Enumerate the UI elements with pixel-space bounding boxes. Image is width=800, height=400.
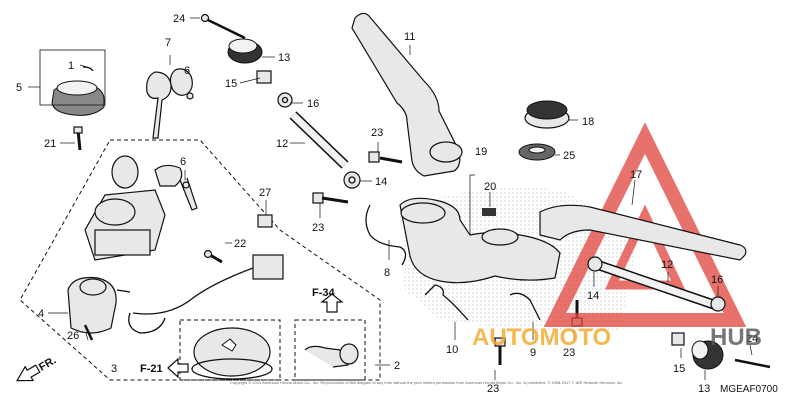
callout-14-top: 14 [375,176,387,188]
callout-2: 2 [394,360,400,372]
callout-6-a: 6 [184,65,190,77]
callout-3: 3 [111,363,117,375]
callout-25: 25 [563,150,575,162]
callout-9: 9 [530,347,536,359]
callout-12-top: 12 [276,138,288,150]
callout-23-a: 23 [371,127,383,139]
bracket-9 [509,292,541,321]
callout-16-right: 16 [711,274,723,286]
bolt-23-b [312,192,349,204]
key-set-7 [146,55,193,139]
callout-14-right: 14 [587,290,599,302]
bolt-23-c [494,337,506,365]
svg-text:FR.: FR. [37,354,58,373]
callout-24-right: 24 [746,333,758,345]
nut-16-right [710,296,726,312]
ignition-switch-group-outline [19,139,381,381]
callout-23-d: 23 [563,347,575,359]
nut-14-right [587,256,603,272]
callout-23-b: 23 [312,222,324,234]
callout-26: 26 [67,330,79,342]
callout-23-c: 23 [487,383,499,395]
ring-6-b [182,181,190,189]
copyright-notice: Copyright © 2013 American Honda Motor Co… [230,380,623,385]
cover-bracket [39,49,106,106]
nut-18 [524,100,570,129]
callout-labels: 24 13 15 16 12 14 7 6 1 5 21 6 27 22 4 2… [16,13,758,395]
screw-24-top [200,13,246,40]
front-direction: FR. [15,354,58,382]
callout-12-right: 12 [661,259,673,271]
fuel-cap-2 [191,327,273,380]
watermark-brand: AUTOMOTO HUB [472,324,762,351]
bracket-10 [424,284,469,321]
left-arrow-icon [167,357,189,379]
ref-f21: F-21 [140,357,189,379]
callout-11: 11 [404,31,415,43]
steering-lock-4 [67,276,131,341]
ignition-switch-assembly [84,155,198,261]
callout-5: 5 [16,82,22,94]
label-20 [482,208,496,216]
callout-18: 18 [582,116,594,128]
callout-15-right: 15 [673,363,685,375]
handlebar-17 [539,204,747,261]
diagram-code: MGEAF0700 [720,384,778,395]
top-bridge [399,197,561,284]
front-arrow-icon [15,364,41,382]
clip-27 [257,214,273,228]
callout-21: 21 [44,138,56,150]
key-lock-outline [294,319,366,381]
callout-4: 4 [38,308,44,320]
callout-19: 19 [475,146,487,158]
fuel-cap-outline [179,319,281,381]
wire-guide-8 [365,204,407,266]
collar-15 [256,70,272,84]
shaft-12 [289,111,349,169]
callout-13-right: 13 [698,383,710,395]
screw-22 [203,249,223,264]
callout-6-b: 6 [180,156,186,168]
callout-20: 20 [484,181,496,193]
bolt-21 [73,126,83,151]
shaft-12-right [587,256,726,312]
bar-end-weight-13 [227,38,263,64]
callout-8: 8 [384,267,390,279]
callout-16-top: 16 [307,98,319,110]
cover-5 [51,66,105,116]
callout-7: 7 [165,37,171,49]
callout-22: 22 [234,238,246,250]
svg-text:HUB: HUB [710,324,762,351]
ref-f34: F-34 [312,287,344,313]
handlebar-11 [351,12,463,177]
svg-text:F-21: F-21 [140,363,163,375]
up-arrow-icon [320,293,344,313]
svg-text:AUTOMOTO: AUTOMOTO [472,324,611,351]
callout-1: 1 [68,60,74,72]
callout-10: 10 [446,344,458,356]
leader-lines [28,17,753,380]
callout-13-top: 13 [278,52,290,64]
bar-end-weight-13-right [671,332,771,370]
ring-6-a [186,92,194,100]
connector-wire [128,254,284,334]
key-lock-2 [304,343,359,368]
callout-15-top: 15 [225,78,237,90]
nut-14 [343,171,361,189]
nut-16 [277,92,293,108]
callout-27: 27 [259,187,271,199]
callout-17: 17 [630,169,642,181]
washer-25 [518,143,556,161]
bolt-23-a [368,151,403,164]
callout-24-top: 24 [173,13,185,25]
